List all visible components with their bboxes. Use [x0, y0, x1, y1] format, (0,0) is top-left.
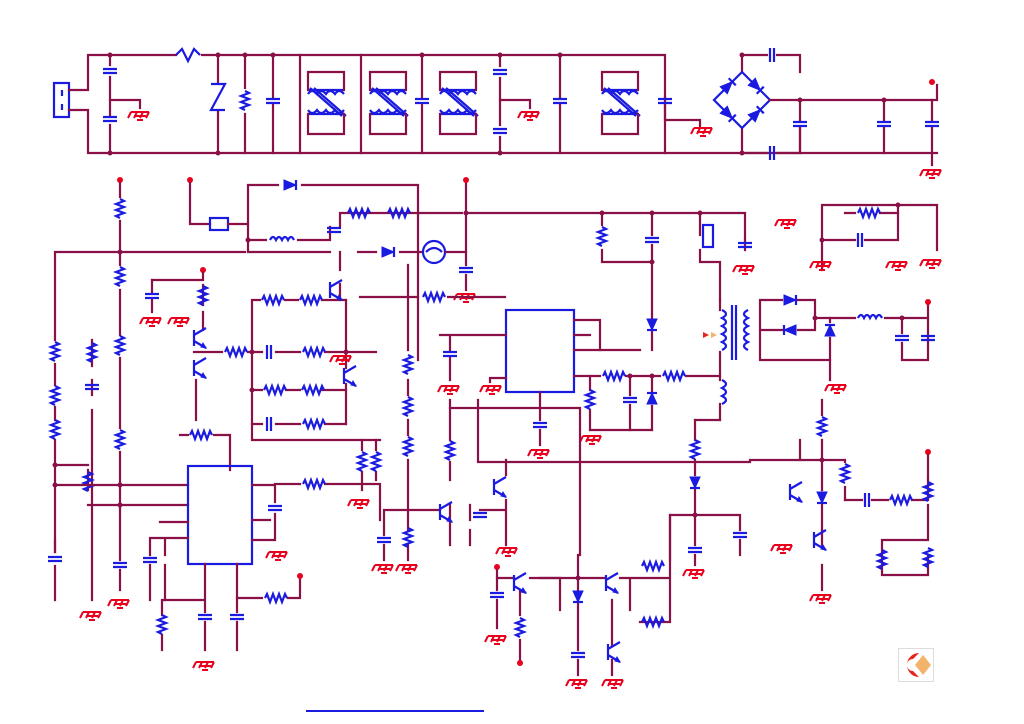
bridge-rectifier	[712, 70, 772, 130]
emi-filter-section	[52, 46, 942, 179]
transistor-q1	[192, 326, 208, 350]
secondary-feedback-section	[748, 203, 942, 604]
transistor-q8	[604, 571, 620, 595]
protection-section	[438, 398, 752, 689]
shunt-regulator	[812, 528, 828, 552]
main-pwm-section	[437, 211, 793, 579]
transistor-q6	[492, 475, 508, 499]
transistor-q9	[606, 640, 622, 664]
common-mode-choke-1	[306, 86, 348, 118]
pwm-controller-ic	[504, 308, 576, 394]
common-mode-choke-3	[438, 86, 480, 118]
fuse	[175, 47, 201, 64]
optocoupler	[788, 480, 804, 504]
transistor-q7	[512, 571, 528, 595]
transistor-q2	[192, 356, 208, 380]
relay-coil	[208, 216, 230, 232]
main-transformer	[719, 305, 751, 405]
standby-controller-ic	[186, 464, 254, 566]
brand-logo-icon	[898, 648, 934, 682]
junctions	[52, 52, 905, 581]
common-mode-choke-2	[368, 86, 410, 118]
mains-connector	[52, 81, 71, 119]
fuse-primary	[701, 223, 715, 249]
standby-control-section	[46, 177, 747, 671]
common-mode-choke-4	[600, 86, 642, 118]
varistor	[209, 82, 227, 112]
